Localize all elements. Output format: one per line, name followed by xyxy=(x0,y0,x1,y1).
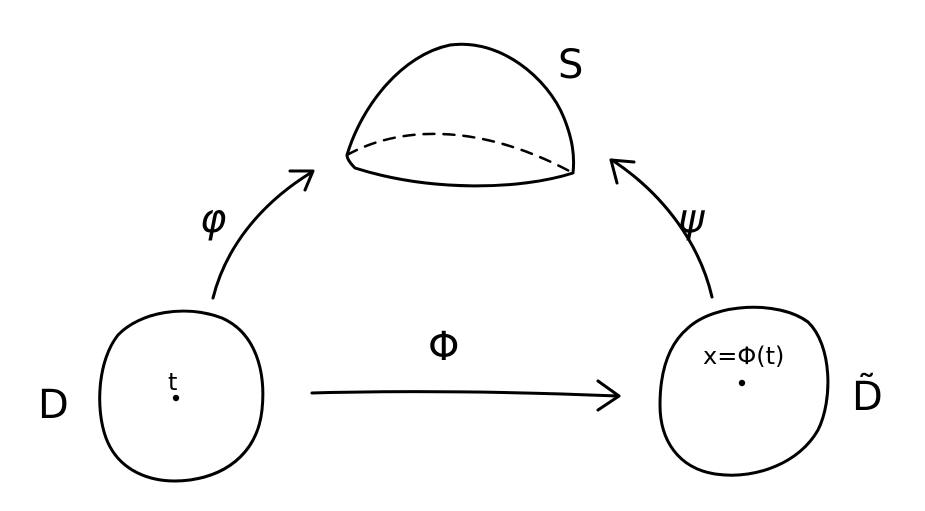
domain-d-point-label: t xyxy=(168,368,177,396)
arrow-big-phi-label: Φ xyxy=(428,324,459,370)
arrow-big-phi-head xyxy=(596,379,621,412)
arrow-phi-head xyxy=(288,169,315,192)
surface-s-hidden-rim xyxy=(345,132,575,175)
domain-d-point xyxy=(172,394,180,402)
domain-d-tilde-outline xyxy=(658,305,830,477)
domain-d-outline xyxy=(98,309,265,483)
arrow-phi xyxy=(211,169,315,300)
domain-d-label: D xyxy=(38,382,69,428)
arrow-phi-label: φ xyxy=(200,196,226,242)
domain-d xyxy=(98,309,265,483)
surface-s-label: S xyxy=(558,42,583,88)
arrow-psi-shaft xyxy=(610,158,714,299)
arrow-psi-head xyxy=(609,158,636,185)
domain-d-tilde xyxy=(658,305,830,477)
domain-d-tilde-point xyxy=(738,379,746,387)
surface-s xyxy=(345,42,576,188)
arrow-psi-label: ψ xyxy=(678,196,706,242)
arrow-psi xyxy=(609,158,714,299)
domain-d-tilde-label: D̃ xyxy=(852,372,883,420)
arrow-phi-shaft xyxy=(211,170,314,300)
arrow-big-phi-shaft xyxy=(310,390,620,398)
arrow-big-phi xyxy=(310,379,621,412)
domain-d-tilde-point-label: x=Φ(t) xyxy=(703,342,784,370)
surface-s-dome-outline xyxy=(345,42,576,188)
